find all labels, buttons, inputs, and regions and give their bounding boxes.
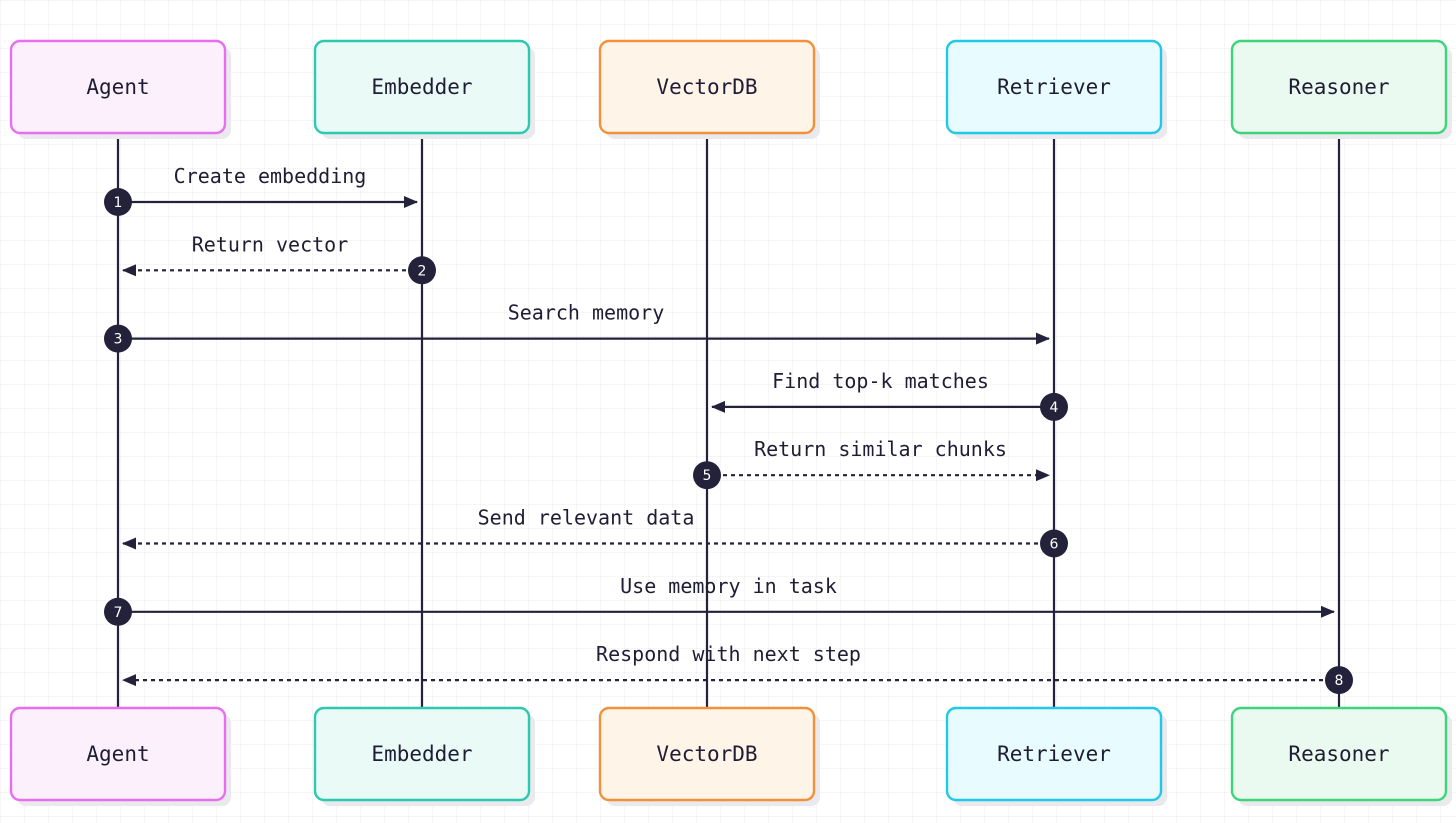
step-number-badge [1040, 392, 1068, 421]
message-label: Respond with next step [596, 642, 861, 666]
step-number: 3 [114, 332, 123, 348]
participant-label-embedder: Embedder [371, 75, 472, 99]
participant-box [9, 706, 227, 802]
message-4: Find top-k matches 4 [711, 369, 1068, 421]
participant-embedder-bottom: Embedder [313, 706, 535, 806]
message-3: Search memory 3 [104, 301, 1050, 353]
participant-vectordb-top: VectorDB [598, 39, 820, 139]
message-label: Find top-k matches [772, 369, 989, 393]
participant-reasoner-bottom: Reasoner [1230, 706, 1452, 806]
message-8: Respond with next step 8 [122, 642, 1353, 695]
step-number-badge [693, 461, 721, 490]
participant-box [945, 706, 1163, 802]
message-label: Use memory in task [620, 574, 837, 598]
participant-label-reasoner: Reasoner [1288, 75, 1389, 99]
participant-reasoner-top: Reasoner [1230, 39, 1452, 139]
participant-agent-bottom: Agent [9, 706, 231, 806]
participant-box [1230, 39, 1448, 135]
step-number-badge [104, 188, 132, 216]
participant-box [9, 39, 227, 135]
participant-box [945, 39, 1163, 135]
step-number-badge [1040, 529, 1068, 558]
step-number: 8 [1335, 673, 1344, 689]
message-label: Create embedding [174, 164, 367, 188]
step-number: 2 [418, 263, 427, 279]
actors-layer: AgentAgentEmbedderEmbedderVectorDBVector… [9, 39, 1452, 806]
participant-box [313, 706, 531, 802]
participant-vectordb-bottom: VectorDB [598, 706, 820, 806]
step-number: 5 [703, 468, 712, 484]
message-7: Use memory in task 7 [104, 574, 1335, 626]
participant-box [1230, 706, 1448, 802]
participant-label-embedder: Embedder [371, 742, 472, 766]
participant-label-retriever: Retriever [997, 75, 1111, 99]
participant-label-vectordb: VectorDB [656, 742, 757, 766]
message-6: Send relevant data 6 [122, 506, 1068, 558]
message-label: Send relevant data [478, 506, 695, 530]
message-label: Search memory [508, 301, 665, 325]
message-5: Return similar chunks 5 [693, 437, 1050, 490]
step-number: 4 [1050, 400, 1059, 416]
message-label: Return similar chunks [754, 437, 1007, 461]
step-number-badge [1325, 666, 1353, 695]
step-number: 1 [114, 195, 123, 211]
participant-embedder-top: Embedder [313, 39, 535, 139]
participant-box [598, 39, 816, 135]
participant-box [598, 706, 816, 802]
participant-box [313, 39, 531, 135]
step-number-badge [408, 256, 436, 285]
step-number: 6 [1050, 537, 1059, 553]
participant-label-reasoner: Reasoner [1288, 742, 1389, 766]
lifelines-layer [116, 133, 1341, 708]
step-number: 7 [114, 605, 123, 621]
participant-label-retriever: Retriever [997, 742, 1111, 766]
message-2: Return vector 2 [122, 232, 436, 285]
participant-label-agent: Agent [86, 742, 149, 766]
participant-label-agent: Agent [86, 75, 149, 99]
participant-retriever-top: Retriever [945, 39, 1167, 139]
participant-label-vectordb: VectorDB [656, 75, 757, 99]
step-number-badge [104, 597, 132, 626]
message-1: Create embedding 1 [104, 164, 418, 216]
participant-retriever-bottom: Retriever [945, 706, 1167, 806]
step-number-badge [104, 324, 132, 353]
participant-agent-top: Agent [9, 39, 231, 139]
message-label: Return vector [192, 232, 349, 256]
